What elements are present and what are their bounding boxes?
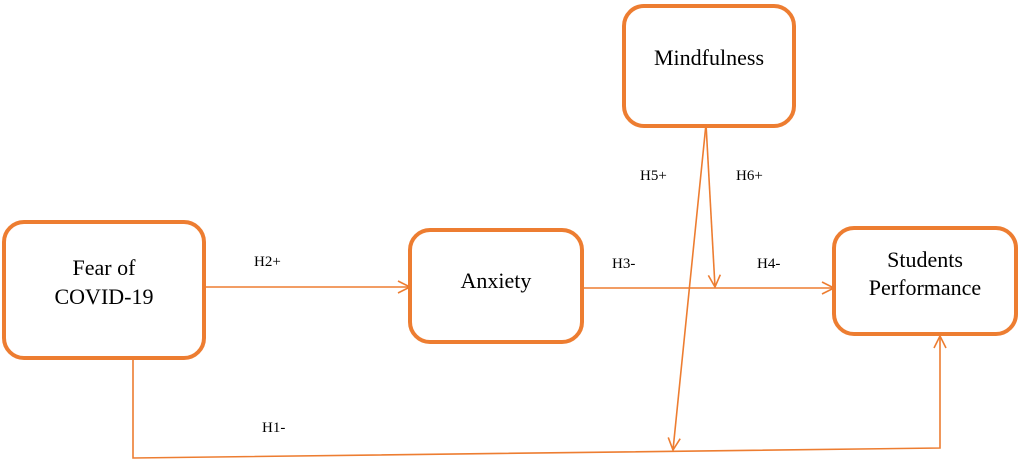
label-h1: H1- (262, 420, 285, 436)
node-mindfulness: Mindfulness (622, 4, 796, 128)
node-fear-of-covid: Fear of COVID-19 (2, 220, 206, 360)
node-performance-line1: Students (887, 247, 963, 272)
label-h3: H3- (612, 256, 635, 272)
node-performance-line2: Performance (869, 275, 981, 300)
label-h2: H2+ (254, 254, 281, 270)
node-fear-line2: COVID-19 (55, 284, 154, 309)
node-students-performance: Students Performance (832, 226, 1018, 336)
edge-h5-mindfulness-to-h1 (673, 123, 707, 450)
edge-h6-mindfulness-to-h3h4 (705, 123, 715, 287)
node-mindfulness-label: Mindfulness (654, 45, 764, 70)
node-anxiety-label: Anxiety (461, 268, 532, 293)
label-h6: H6+ (736, 168, 763, 184)
label-h4: H4- (757, 256, 780, 272)
node-fear-line1: Fear of (73, 255, 137, 280)
edge-h1-fear-to-performance (132, 336, 940, 459)
node-anxiety: Anxiety (408, 228, 584, 344)
label-h5: H5+ (640, 168, 667, 184)
